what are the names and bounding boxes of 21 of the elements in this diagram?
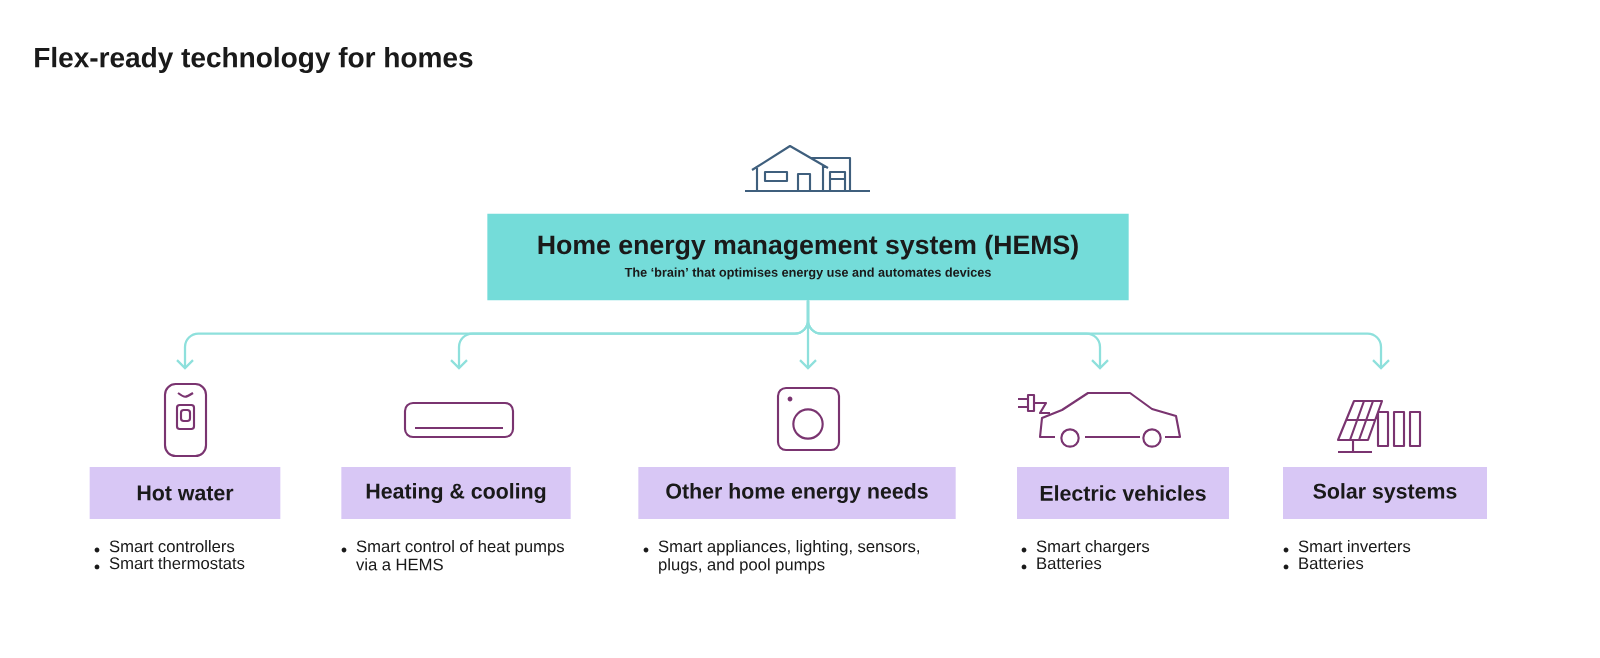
electric-car-icon — [1016, 391, 1182, 448]
water-heater-icon — [163, 382, 208, 458]
bullet-item: Smart thermostats — [94, 556, 245, 570]
bullet-item: Smart chargers — [1021, 540, 1150, 556]
bullet-item: Smart control of heat pumps via a HEMS — [341, 540, 564, 571]
solar-panel-icon — [1336, 399, 1422, 454]
bullet-item: Smart controllers — [94, 540, 235, 553]
category-box: Electric vehicles — [1017, 467, 1229, 519]
arrow — [806, 300, 1390, 370]
bullet-item: Smart inverters — [1283, 540, 1411, 553]
system-box: Home energy management system (HEMS) The ‘brain’ that optimises energy use and automates devices — [487, 213, 1129, 301]
bullet-item: Smart appliances, lighting, sensors, plugs, and pool pumps — [643, 540, 919, 574]
category-box: Solar systems — [1283, 467, 1487, 519]
title: Flex-ready technology for homes — [35, 46, 473, 74]
category-box: Other home energy needs — [638, 467, 956, 519]
washing-machine-icon — [776, 386, 841, 452]
category-box: Hot water — [89, 467, 281, 519]
category-box: Heating & cooling — [341, 467, 571, 519]
air-conditioner-icon — [403, 401, 515, 439]
bullet-item: Batteries — [1283, 556, 1364, 570]
bullet-item: Batteries — [1021, 556, 1102, 570]
